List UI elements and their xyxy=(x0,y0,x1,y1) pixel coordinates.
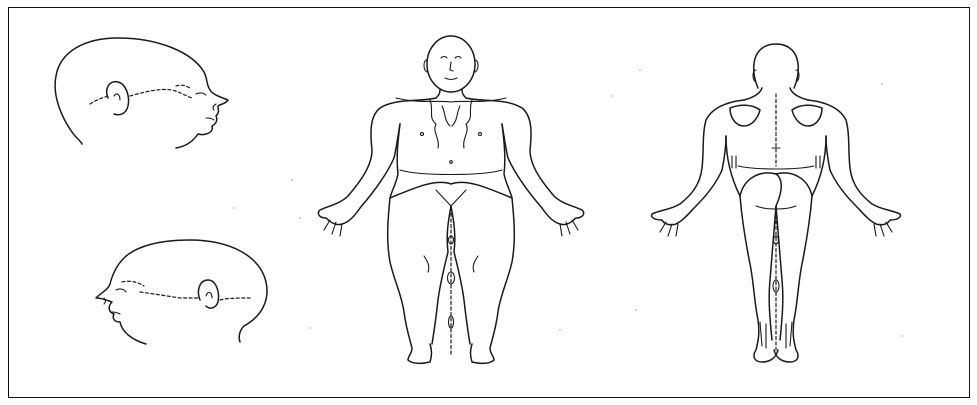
head-left-lateral xyxy=(96,240,267,344)
scan-specks xyxy=(233,69,903,337)
head-right-lateral xyxy=(55,38,228,148)
body-anterior xyxy=(318,36,583,363)
body-posterior xyxy=(652,44,901,362)
